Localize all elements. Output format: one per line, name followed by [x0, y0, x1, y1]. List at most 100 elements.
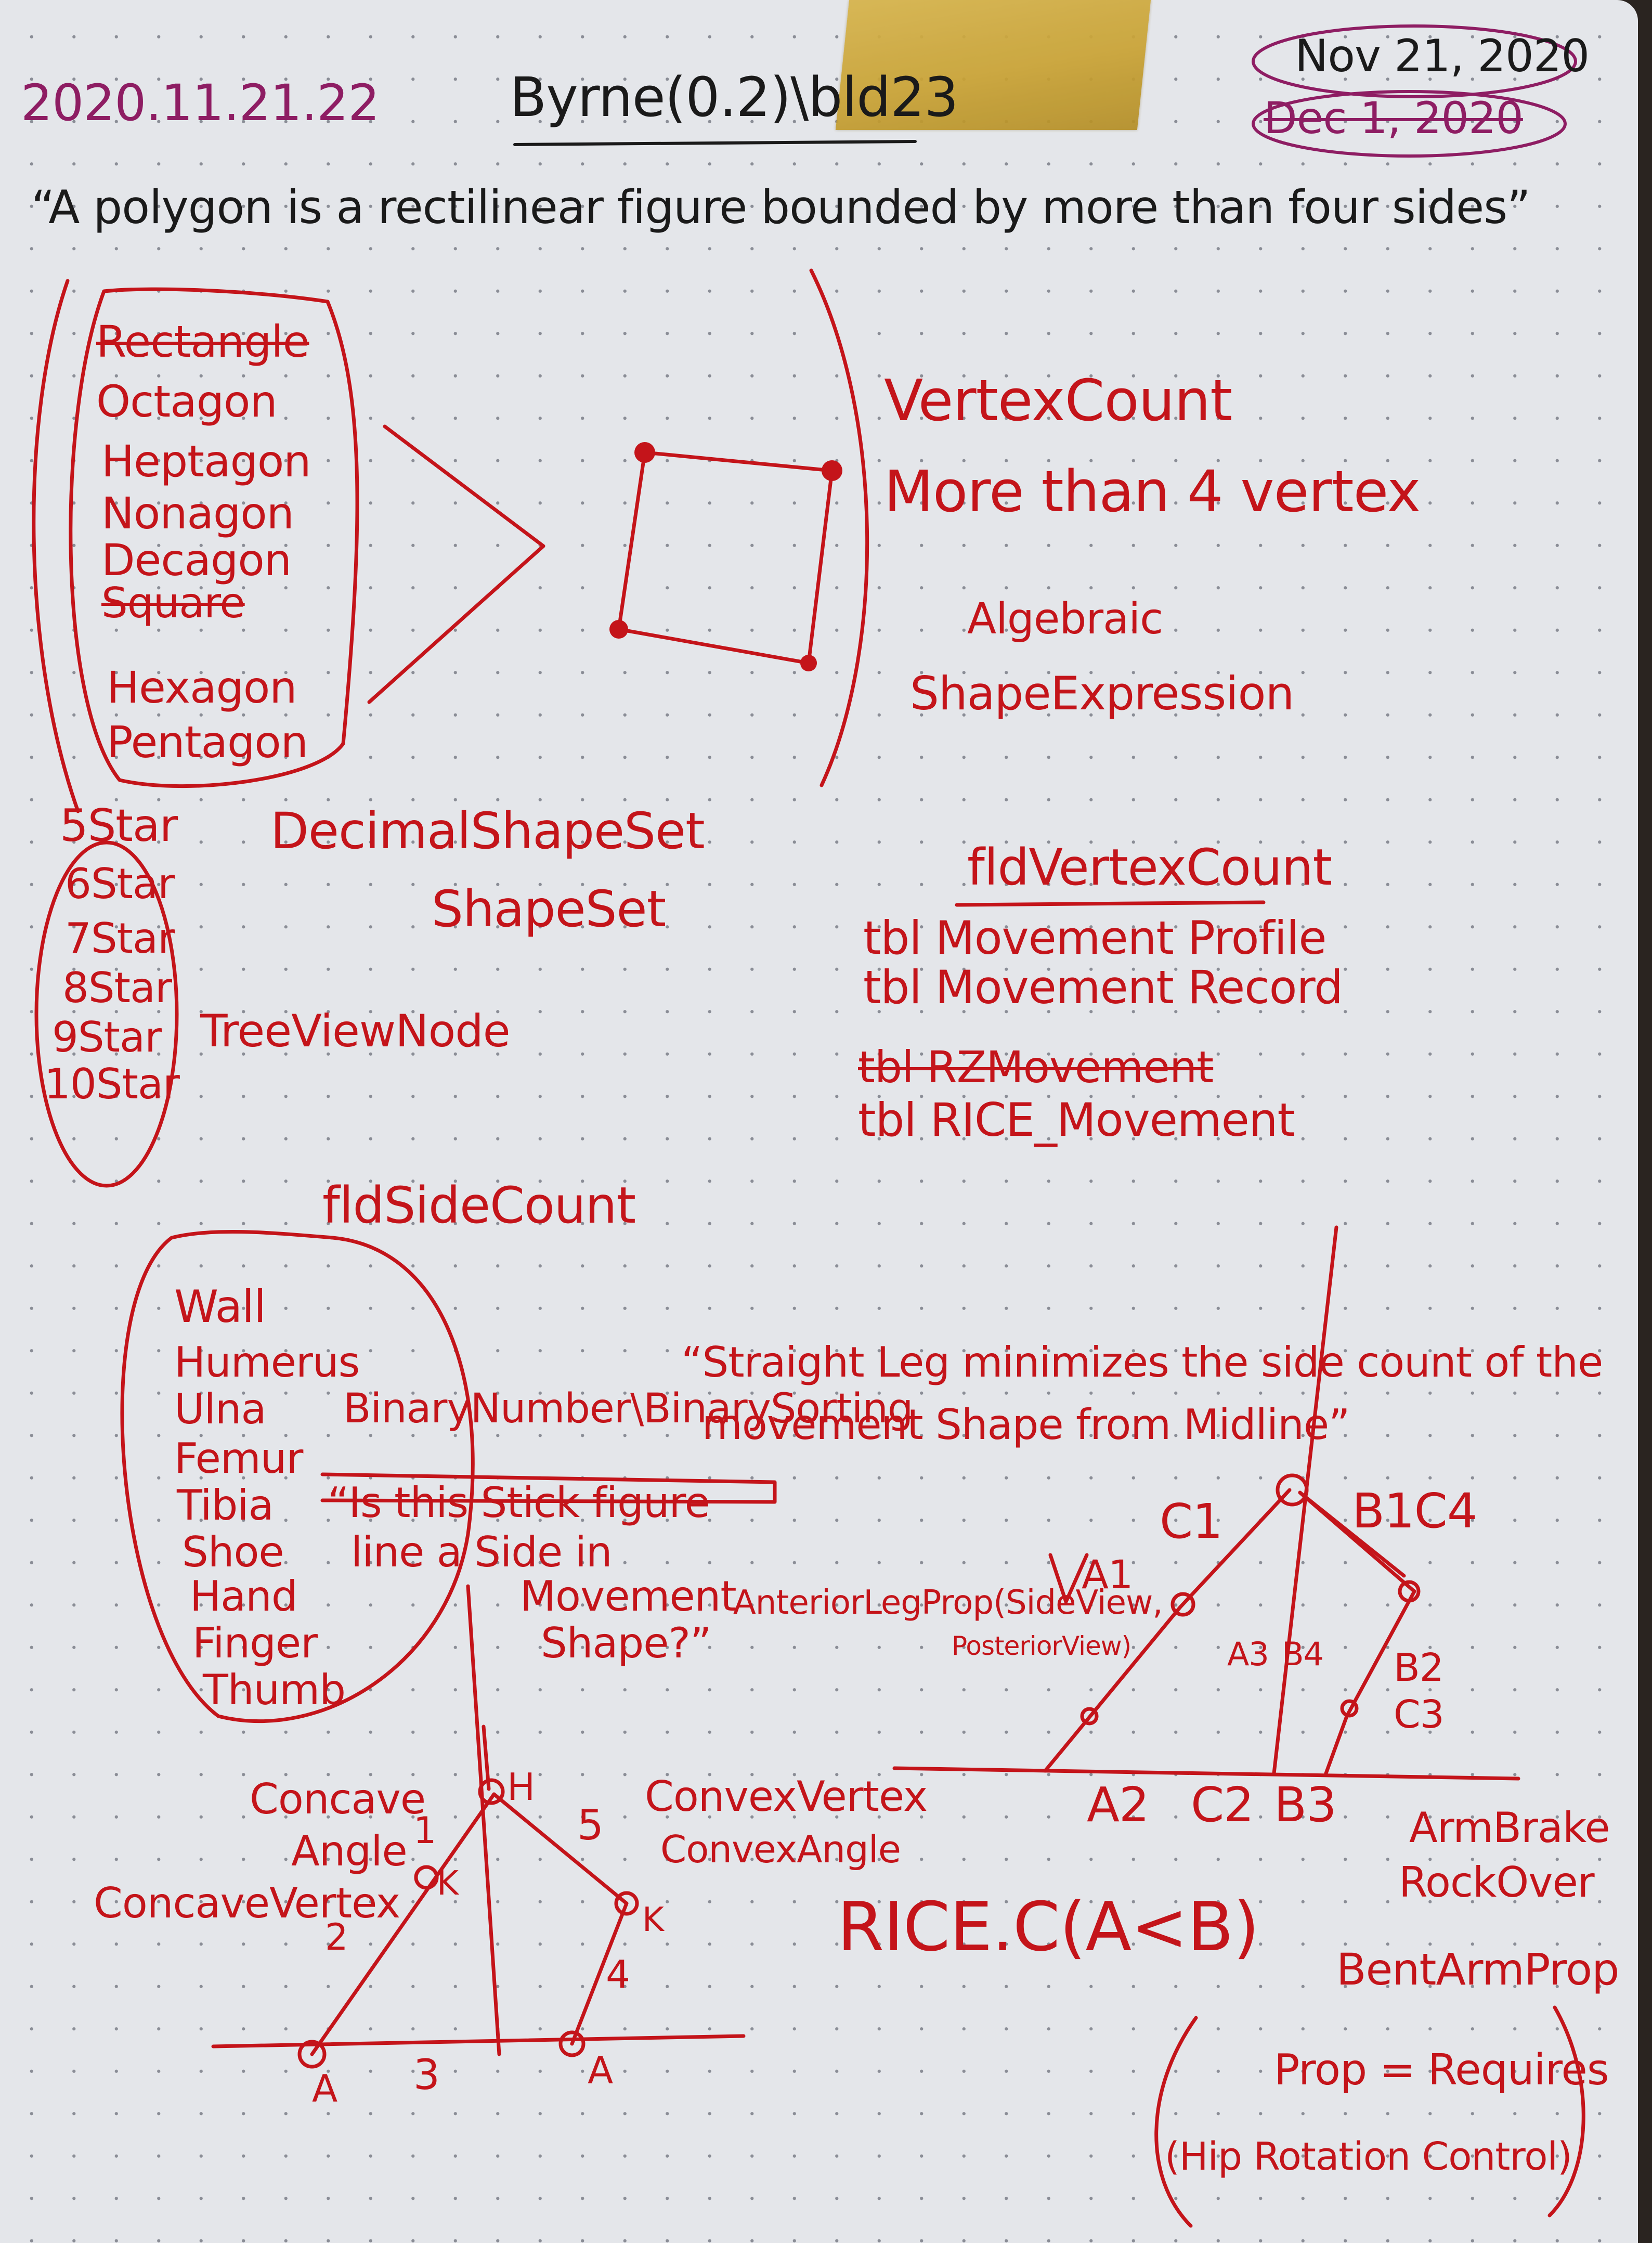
- stick-vertical: [466, 1584, 501, 2056]
- label-c2: C2: [1191, 1777, 1254, 1833]
- binary-label: BinaryNumber\BinarySorting: [343, 1385, 913, 1432]
- prop-left-paren: [1154, 2016, 1198, 2228]
- list-item: 9Star: [52, 1013, 162, 1061]
- vertex-count-label: VertexCount: [884, 367, 1232, 434]
- bent-arm-prop: BentArmProp: [1336, 1944, 1619, 1995]
- fldsidecount-label: fldSideCount: [322, 1176, 636, 1235]
- label-5: 5: [577, 1801, 604, 1849]
- date-oval-bottom: [1252, 90, 1567, 158]
- question-line-1: “Is this Stick figure: [328, 1479, 710, 1527]
- shape-set: ShapeSet: [432, 880, 666, 938]
- list-item: Nonagon: [101, 488, 294, 539]
- label-c3: C3: [1394, 1692, 1445, 1737]
- date-left: 2020.11.21.22: [21, 74, 380, 132]
- vertex-dot: [609, 620, 628, 639]
- label-1: 1: [413, 1809, 437, 1852]
- label-b4: B4: [1282, 1635, 1324, 1673]
- list-item: Thumb: [203, 1666, 346, 1714]
- joint-a-right: [558, 2030, 586, 2057]
- right-leg-right-inner: [1298, 1490, 1406, 1578]
- rice-formula: RICE.C(A<B): [837, 1887, 1259, 1966]
- list-item: Heptagon: [101, 436, 311, 487]
- hip-rotation-control: (Hip Rotation Control): [1165, 2134, 1572, 2179]
- concave-vertex: ConcaveVertex: [94, 1879, 400, 1927]
- star-oval: [34, 840, 179, 1188]
- greater-than-sign: [367, 424, 545, 704]
- table-row: tbl RICE_Movement: [858, 1093, 1295, 1147]
- body-parts-oval: [120, 1229, 475, 1723]
- binary-box: [320, 1472, 777, 1504]
- prop-requires: Prop = Requires: [1274, 2045, 1609, 2095]
- joint-c1: [1170, 1592, 1195, 1617]
- concave-angle-1: Concave: [250, 1775, 426, 1823]
- label-b3: B3: [1274, 1777, 1337, 1833]
- rock-over: RockOver: [1399, 1858, 1595, 1907]
- date-right-1: Nov 21, 2020: [1295, 30, 1590, 82]
- page-title: Byrne(0.2)\bld23: [510, 66, 959, 129]
- right-leg-left: [1043, 1488, 1292, 1773]
- right-paren: [809, 268, 869, 787]
- label-a3: A3: [1227, 1635, 1269, 1673]
- list-item: 8Star: [62, 964, 172, 1012]
- list-item: Octagon: [96, 376, 278, 427]
- right-vertical: [1272, 1225, 1338, 1775]
- list-item: Rectangle: [96, 316, 309, 367]
- date-right-2: Dec 1, 2020: [1264, 93, 1524, 144]
- label-a1: A1: [1082, 1551, 1133, 1598]
- label-h: H: [507, 1765, 535, 1809]
- list-item: Femur: [174, 1434, 303, 1483]
- joint-a-left: [297, 2040, 327, 2069]
- shape-expression-label: ShapeExpression: [910, 667, 1294, 720]
- list-item: Shoe: [182, 1528, 284, 1576]
- label-a2: A2: [1087, 1777, 1149, 1833]
- list-item: Wall: [174, 1281, 266, 1333]
- straight-leg-quote-2: movement Shape from Midline”: [702, 1401, 1350, 1449]
- tree-view-node: TreeViewNode: [200, 1005, 511, 1057]
- right-leg-right: [1298, 1490, 1416, 1775]
- label-b2: B2: [1394, 1645, 1444, 1690]
- list-item: Decagon: [101, 535, 292, 586]
- straight-leg-quote-1: “Straight Leg minimizes the side count o…: [681, 1338, 1603, 1386]
- list-item: 5Star: [60, 800, 178, 852]
- a1-arrow: [1048, 1553, 1089, 1604]
- list-item: Ulna: [174, 1385, 267, 1433]
- table-row: tbl Movement Profile: [863, 911, 1327, 965]
- prop-right-paren: [1547, 2005, 1585, 2218]
- list-item: Tibia: [177, 1481, 274, 1529]
- label-a-right: A: [588, 2048, 613, 2092]
- joint-k-left: [414, 1865, 439, 1890]
- label-a-left: A: [312, 2067, 337, 2110]
- vertex-dot: [634, 442, 655, 463]
- list-item: 10Star: [44, 1060, 180, 1108]
- convex-angle: ConvexAngle: [660, 1827, 901, 1871]
- more-than-4-label: More than 4 vertex: [884, 458, 1421, 525]
- date-oval-top: [1252, 24, 1577, 98]
- stick-leg-left: [310, 1792, 496, 2056]
- stick-tick: [482, 1725, 491, 1791]
- left-paren-outer: [32, 279, 80, 813]
- joint-b2: [1340, 1699, 1359, 1718]
- fldvertexcount-underline: [955, 900, 1266, 907]
- stick-leg-right: [492, 1792, 629, 2046]
- list-item: 7Star: [65, 914, 175, 963]
- joint-top: [1276, 1473, 1309, 1507]
- vertex-dot: [800, 655, 817, 671]
- stick-ground: [211, 2034, 746, 2048]
- convex-vertex: ConvexVertex: [645, 1772, 928, 1821]
- label-k-right: K: [642, 1901, 664, 1939]
- posterior-view: PosteriorView): [952, 1631, 1131, 1661]
- table-row: tbl RZMovement: [858, 1042, 1214, 1093]
- question-line-4: Shape?”: [541, 1619, 711, 1667]
- label-c1: C1: [1160, 1494, 1223, 1549]
- quadrilateral: [617, 450, 834, 665]
- list-item: 6Star: [65, 860, 175, 908]
- list-item: Humerus: [174, 1338, 360, 1386]
- joint-k-right: [614, 1891, 639, 1916]
- joint-low-left: [1080, 1707, 1099, 1726]
- list-item: Square: [101, 579, 245, 627]
- list-oval: [69, 287, 359, 788]
- label-4: 4: [606, 1952, 630, 1997]
- list-item: Hexagon: [107, 662, 297, 713]
